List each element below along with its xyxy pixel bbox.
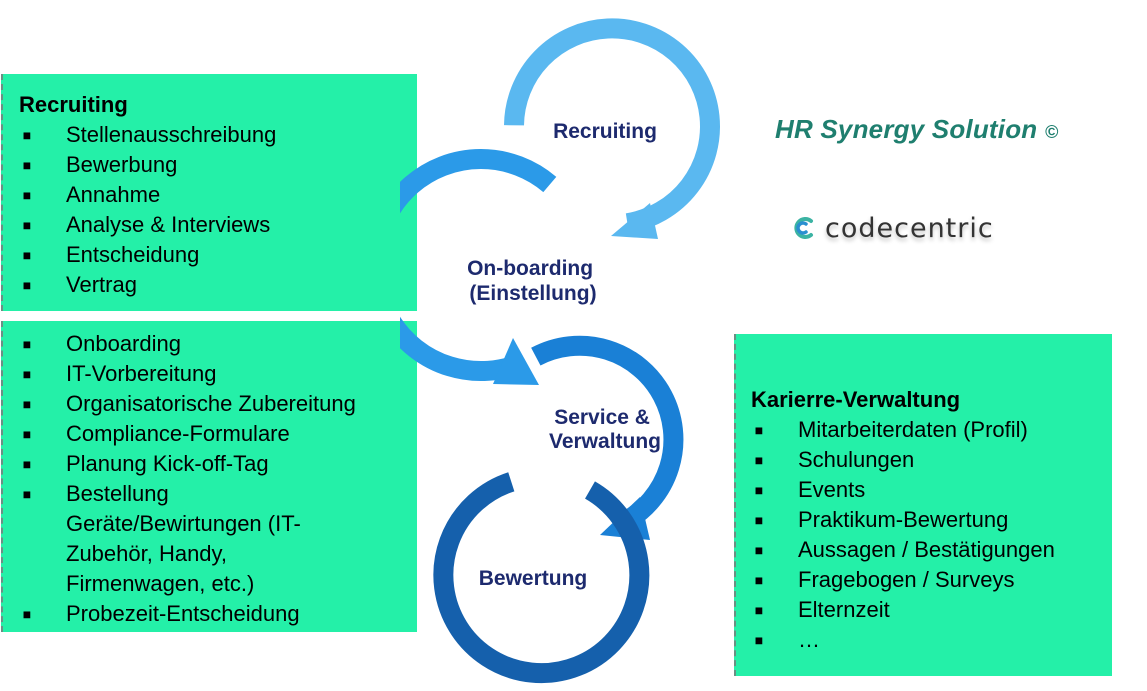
karriere-box: Karierre-Verwaltung ■Mitarbeiterdaten (P… — [734, 334, 1112, 676]
stage-label: On-boarding (Einstellung) — [467, 257, 599, 305]
stage-label: Recruiting — [553, 120, 657, 143]
cycle-arrowhead — [493, 338, 539, 385]
list-item: ■Praktikum-Bewertung — [751, 505, 1112, 535]
recruiting-list: ■Stellenausschreibung ■Bewerbung ■Annahm… — [19, 120, 417, 300]
list-item: ■Mitarbeiterdaten (Profil) — [751, 415, 1112, 445]
list-item: ■Annahme — [19, 180, 417, 210]
process-cycle-diagram: Recruiting On-boarding (Einstellung) Ser… — [400, 18, 720, 684]
cycle-arc — [400, 149, 557, 382]
list-item: ■Probezeit-Entscheidung — [19, 599, 417, 629]
list-item: ■ Bestellung Geräte/Bewirtungen (IT- Zub… — [22, 481, 301, 596]
codecentric-logo-icon — [794, 217, 813, 239]
recruiting-box-title: Recruiting — [19, 92, 128, 117]
bullet-icon: ■ — [22, 336, 32, 352]
bullet-icon: ■ — [22, 157, 32, 173]
bullet-icon: ■ — [22, 217, 32, 233]
list-item: ■Schulungen — [751, 445, 1112, 475]
bullet-icon: ■ — [754, 542, 764, 558]
list-item: ■IT-Vorbereitung — [19, 359, 417, 389]
stage-onboarding: On-boarding (Einstellung) — [400, 149, 599, 385]
bullet-icon: ■ — [754, 452, 764, 468]
bullet-icon: ■ — [22, 127, 32, 143]
onboarding-box: ■Onboarding ■IT-Vorbereitung ■Organisato… — [1, 321, 417, 632]
bullet-icon: ■ — [754, 572, 764, 588]
cycle-arc — [504, 18, 720, 234]
list-item: ■Vertrag — [19, 270, 417, 300]
bullet-icon: ■ — [22, 366, 32, 382]
bullet-icon: ■ — [754, 512, 764, 528]
list-item: ■Aussagen / Bestätigungen — [751, 535, 1112, 565]
bullet-icon: ■ — [22, 426, 32, 442]
list-item: ■Organisatorische Zubereitung — [19, 389, 417, 419]
list-item: ■Entscheidung — [19, 240, 417, 270]
stage-recruiting: Recruiting — [504, 18, 720, 239]
list-item: ■Analyse & Interviews — [19, 210, 417, 240]
bullet-icon: ■ — [22, 187, 32, 203]
bullet-icon: ■ — [754, 482, 764, 498]
bullet-icon: ■ — [22, 456, 32, 472]
stage-bewertung: Bewertung — [433, 472, 650, 684]
karriere-box-title: Karierre-Verwaltung — [751, 387, 961, 412]
brand-title: HR Synergy Solution © — [775, 114, 1059, 144]
karriere-list: ■Mitarbeiterdaten (Profil) ■Schulungen ■… — [751, 415, 1112, 655]
copyright-symbol: © — [1044, 122, 1059, 142]
bullet-icon: ■ — [754, 632, 764, 648]
stage-label: Bewertung — [479, 567, 588, 590]
stage-label: Service & Verwaltung — [549, 406, 661, 453]
cycle-arc — [433, 472, 650, 684]
bullet-icon: ■ — [22, 486, 32, 502]
onboarding-list: ■Onboarding ■IT-Vorbereitung ■Organisato… — [19, 329, 417, 629]
stage-service: Service & Verwaltung — [531, 335, 684, 540]
codecentric-logo: codecentric — [789, 210, 994, 246]
bullet-icon: ■ — [22, 606, 32, 622]
list-item: ■Fragebogen / Surveys — [751, 565, 1112, 595]
list-item: ■Planung Kick-off-Tag — [19, 449, 417, 479]
cycle-arrowhead — [611, 203, 658, 239]
list-item: ■Events — [751, 475, 1112, 505]
bullet-icon: ■ — [754, 602, 764, 618]
recruiting-box: Recruiting ■Stellenausschreibung ■Bewerb… — [1, 74, 417, 311]
bullet-icon: ■ — [22, 277, 32, 293]
bullet-icon: ■ — [754, 422, 764, 438]
bullet-icon: ■ — [22, 396, 32, 412]
list-item: ■… — [751, 625, 1112, 655]
cycle-arc — [531, 335, 684, 532]
list-item: ■Elternzeit — [751, 595, 1112, 625]
bullet-icon: ■ — [22, 247, 32, 263]
list-item: ■Onboarding — [19, 329, 417, 359]
list-item: ■Stellenausschreibung — [19, 120, 417, 150]
list-item: ■Compliance-Formulare — [19, 419, 417, 449]
logo-text: codecentric — [825, 212, 994, 244]
list-item: ■Bewerbung — [19, 150, 417, 180]
